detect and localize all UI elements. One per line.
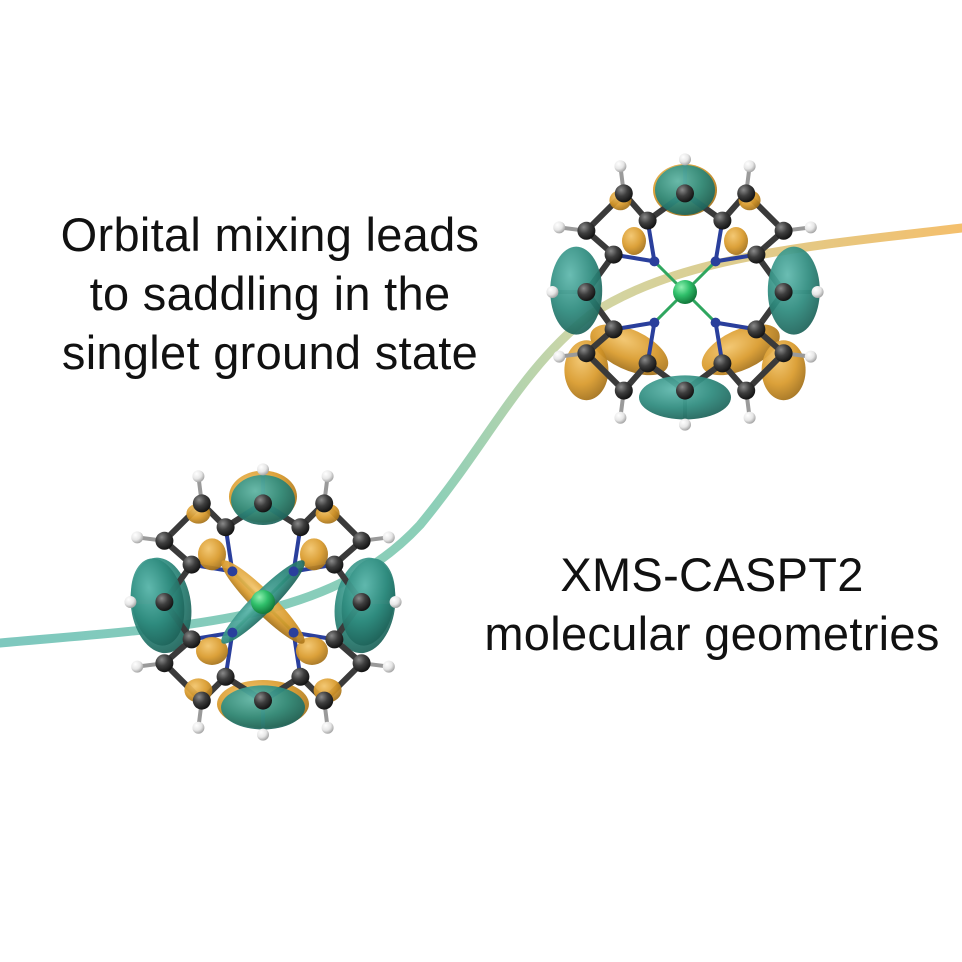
carbon-atom	[155, 531, 174, 550]
metal-atom	[251, 590, 275, 614]
caption-line-1: Orbital mixing leads	[60, 208, 480, 261]
carbon-atom	[577, 283, 596, 301]
carbon-atom	[713, 354, 732, 373]
carbon-atom	[737, 184, 756, 203]
hydrogen-atom	[389, 596, 402, 608]
carbon-atom	[182, 555, 201, 574]
nitrogen-atom	[649, 317, 660, 328]
carbon-atom	[774, 221, 793, 240]
caption-line-3: singlet ground state	[61, 326, 479, 379]
orbital-lobe-negative	[622, 227, 646, 255]
orbital-lobe-negative	[300, 538, 328, 571]
hydrogen-atom	[131, 531, 144, 544]
hydrogen-atom	[321, 721, 334, 734]
carbon-atom	[614, 184, 633, 203]
carbon-atom	[774, 283, 793, 301]
carbon-atom	[192, 494, 211, 513]
hydrogen-atom	[382, 660, 395, 673]
nitrogen-atom	[710, 256, 721, 267]
carbon-atom	[614, 381, 633, 400]
nitrogen-atom	[710, 317, 721, 328]
hydrogen-atom	[804, 350, 817, 363]
carbon-atom	[216, 518, 235, 537]
nitrogen-atom	[288, 627, 299, 638]
carbon-atom	[155, 593, 174, 611]
carbon-atom	[155, 654, 174, 673]
carbon-atom	[713, 211, 732, 230]
planar-molecule	[546, 153, 824, 431]
caption-line-2: to saddling in the	[89, 267, 451, 320]
hydrogen-atom	[131, 660, 144, 673]
orbital-lobe-positive	[767, 246, 820, 335]
carbon-atom	[638, 354, 657, 373]
method-line-1: XMS-CASPT2	[560, 548, 864, 601]
carbon-atom	[325, 555, 344, 574]
hydrogen-atom	[192, 470, 205, 483]
nitrogen-atom	[288, 566, 299, 577]
nitrogen-atom	[649, 256, 660, 267]
method-line-2: molecular geometries	[484, 607, 940, 660]
carbon-atom	[291, 518, 310, 537]
hydrogen-atom	[257, 728, 269, 741]
carbon-atom	[747, 245, 766, 264]
carbon-atom	[325, 630, 344, 649]
hydrogen-atom	[614, 411, 627, 424]
hydrogen-atom	[382, 531, 395, 544]
orbital-mixing-caption: Orbital mixing leads to saddling in the …	[30, 205, 510, 382]
carbon-atom	[676, 381, 694, 400]
orbital-lobe-negative	[295, 636, 328, 665]
carbon-atom	[254, 691, 272, 710]
carbon-atom	[577, 344, 596, 363]
carbon-atom	[737, 381, 756, 400]
hydrogen-atom	[743, 411, 756, 424]
orbital-lobe-positive	[550, 246, 603, 335]
carbon-atom	[604, 245, 623, 264]
hydrogen-atom	[804, 221, 817, 234]
saddled-molecule	[124, 463, 402, 741]
carbon-atom	[352, 593, 371, 611]
carbon-atom	[352, 654, 371, 673]
carbon-atom	[182, 630, 201, 649]
hydrogen-atom	[192, 721, 205, 734]
hydrogen-atom	[257, 463, 269, 476]
carbon-atom	[315, 691, 334, 710]
nitrogen-atom	[227, 566, 238, 577]
hydrogen-atom	[546, 286, 559, 298]
carbon-atom	[254, 494, 272, 513]
carbon-atom	[291, 667, 310, 686]
carbon-atom	[676, 184, 694, 203]
orbital-lobe-negative	[198, 538, 226, 571]
hydrogen-atom	[614, 160, 627, 173]
carbon-atom	[352, 531, 371, 550]
carbon-atom	[577, 221, 596, 240]
carbon-atom	[216, 667, 235, 686]
carbon-atom	[604, 320, 623, 339]
carbon-atom	[774, 344, 793, 363]
hydrogen-atom	[679, 153, 691, 166]
hydrogen-atom	[124, 596, 137, 608]
hydrogen-atom	[553, 350, 566, 363]
method-caption: XMS-CASPT2 molecular geometries	[452, 545, 962, 663]
hydrogen-atom	[743, 160, 756, 173]
orbital-lobe-negative	[196, 636, 228, 665]
carbon-atom	[638, 211, 657, 230]
hydrogen-atom	[811, 286, 824, 298]
carbon-atom	[747, 320, 766, 339]
carbon-atom	[315, 494, 334, 513]
hydrogen-atom	[679, 418, 691, 431]
hydrogen-atom	[553, 221, 566, 234]
nitrogen-atom	[227, 627, 238, 638]
orbital-lobe-negative	[724, 227, 748, 255]
metal-atom	[673, 280, 697, 304]
carbon-atom	[192, 691, 211, 710]
hydrogen-atom	[321, 470, 334, 483]
